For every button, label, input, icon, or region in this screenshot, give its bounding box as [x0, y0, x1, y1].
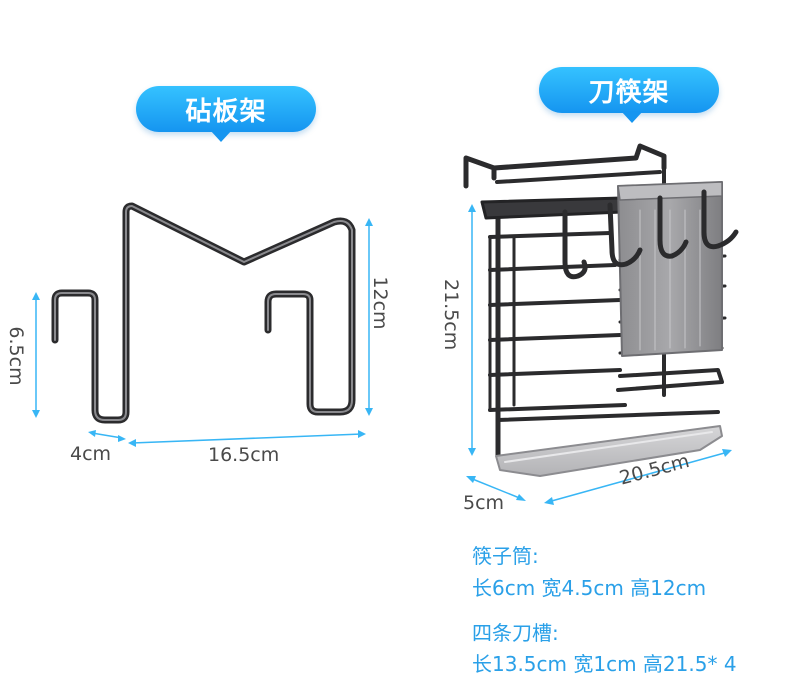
- cutting-board-rack-wire: [51, 202, 356, 424]
- label-pointer: [621, 111, 643, 123]
- cutting-board-dimension-lines: [32, 218, 373, 447]
- dimension-left-height: 6.5cm: [5, 326, 27, 386]
- knife-slot-size: 长13.5cm 宽1cm 高21.5* 4: [472, 652, 737, 676]
- knife-chopstick-rack-label: 刀筷架: [539, 67, 719, 123]
- knife-chopstick-rack: [463, 143, 739, 477]
- label-pointer: [210, 130, 232, 142]
- knife-chopstick-rack-label-text: 刀筷架: [588, 77, 670, 108]
- dimension-right-depth: 5cm: [463, 492, 505, 514]
- dimension-left-width: 16.5cm: [208, 444, 280, 466]
- chopstick-holder-title: 筷子筒:: [472, 544, 539, 568]
- cutting-board-rack-label-text: 砧板架: [185, 96, 267, 127]
- cutting-board-rack-label: 砧板架: [136, 86, 316, 142]
- chopstick-holder-size: 长6cm 宽4.5cm 高12cm: [472, 576, 707, 600]
- dimension-left-tall: 12cm: [369, 276, 391, 330]
- dimension-left-depth: 4cm: [70, 443, 112, 465]
- knife-slot-title: 四条刀槽:: [472, 621, 559, 645]
- knife-rack-dimension-lines: [466, 204, 732, 505]
- dimension-right-height: 21.5cm: [440, 279, 462, 351]
